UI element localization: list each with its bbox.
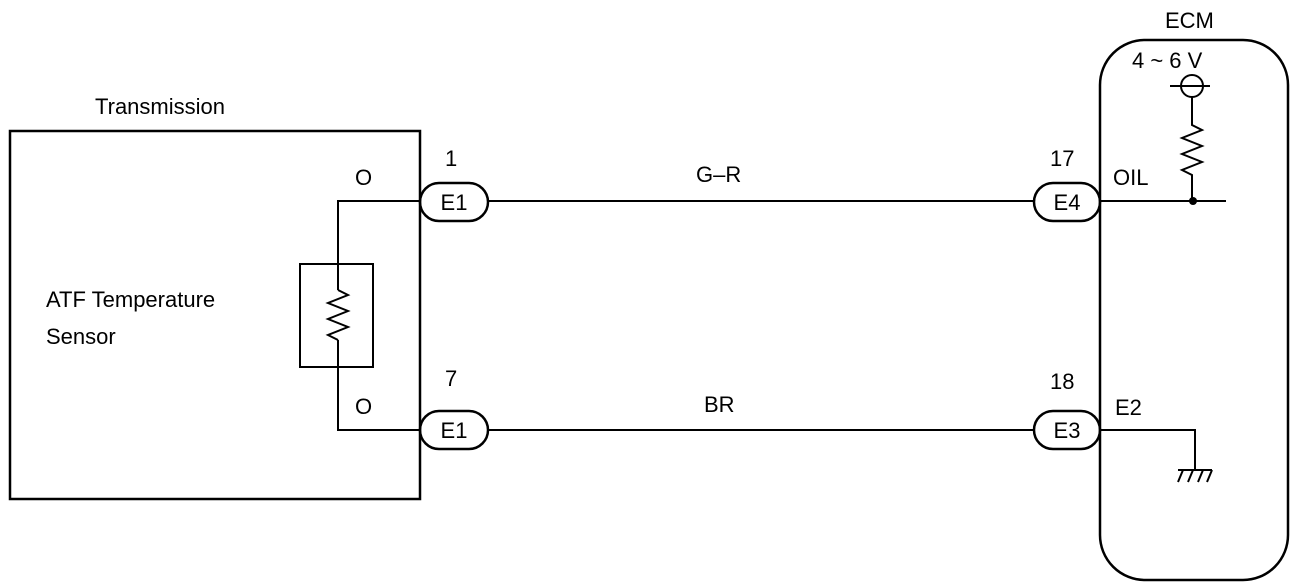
sensor-label-line2: Sensor — [46, 324, 116, 349]
e2-internal-line — [1100, 429, 1196, 470]
connector-shape — [418, 181, 490, 223]
ground-icon — [1177, 469, 1213, 483]
pin-marker-bottom: O — [355, 394, 372, 419]
connector-shape — [1032, 181, 1102, 223]
ecm-block: ECM 4 ~ 6 V OIL E2 — [1098, 8, 1290, 582]
transmission-box — [8, 129, 422, 501]
sensor-box — [299, 263, 374, 368]
connector-label: E4 — [1054, 190, 1081, 215]
pullup-resistor-icon — [1179, 97, 1205, 200]
sensor-wire-bottom — [337, 340, 420, 431]
connector-e3-pin18: E3 18 — [1032, 369, 1102, 451]
terminal-oil-label: OIL — [1113, 165, 1148, 190]
connector-e4-pin17: E4 17 — [1032, 146, 1102, 223]
connector-e1-pin1: E1 1 — [418, 146, 490, 223]
wire-code-br: BR — [704, 392, 735, 417]
pin-number: 18 — [1050, 369, 1074, 394]
connector-shape — [418, 409, 490, 451]
wire-code-g-r: G–R — [696, 162, 741, 187]
connector-e1-pin7: E1 7 — [418, 366, 490, 451]
ecm-title: ECM — [1165, 8, 1214, 33]
connector-shape — [1032, 409, 1102, 451]
pin-number: 7 — [445, 366, 457, 391]
ecm-voltage-label: 4 ~ 6 V — [1132, 48, 1203, 73]
sensor-label-line1: ATF Temperature — [46, 287, 215, 312]
connector-label: E1 — [441, 190, 468, 215]
connector-label: E1 — [441, 418, 468, 443]
pin-number: 17 — [1050, 146, 1074, 171]
pin-number: 1 — [445, 146, 457, 171]
transmission-title: Transmission — [95, 94, 225, 119]
ecm-box — [1098, 38, 1290, 582]
pin-marker-top: O — [355, 165, 372, 190]
wires: G–R BR — [488, 162, 1034, 431]
transmission-block: Transmission ATF Temperature Sensor O O — [8, 94, 422, 501]
terminal-e2-label: E2 — [1115, 395, 1142, 420]
thermistor-resistor-icon — [325, 289, 351, 341]
sensor-wire-top — [337, 200, 420, 290]
connector-label: E3 — [1054, 418, 1081, 443]
